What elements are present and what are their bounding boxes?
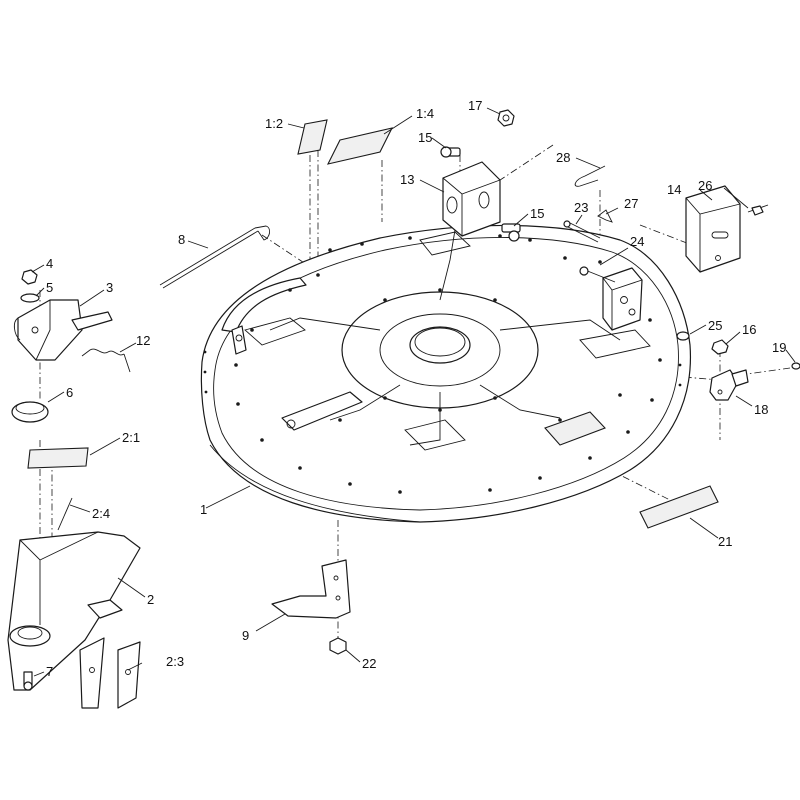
- callout-2: 2: [147, 592, 154, 607]
- callout-6: 6: [66, 385, 73, 400]
- bracket-13: [442, 161, 501, 237]
- pin-23: [563, 220, 601, 243]
- callout-19: 19: [772, 340, 786, 355]
- bracket-24: [602, 267, 643, 331]
- baffle-9: [271, 559, 351, 619]
- callout-24: 24: [630, 234, 644, 249]
- callout-28: 28: [556, 150, 570, 165]
- cotter-27: [597, 209, 613, 223]
- cap-19: [791, 362, 800, 370]
- deflector-bracket-2-3: [79, 637, 141, 709]
- fitting-18: [709, 369, 749, 401]
- callout-2-3: 2:3: [166, 654, 184, 669]
- leader-lines: [31, 107, 796, 677]
- rod-8: [159, 225, 271, 289]
- deck-decal-front: [544, 411, 606, 446]
- callout-4: 4: [46, 256, 53, 271]
- deck-plate-left: [281, 391, 363, 431]
- washer-5: [20, 293, 40, 303]
- callout-17: 17: [468, 98, 482, 113]
- nut-17: [497, 109, 515, 127]
- callout-labels: 1 1:2 1:4 2 2:1 2:3 2:4 3 4 5 6 7 8 9 12…: [46, 98, 786, 679]
- clevis-pin-15-upper: [440, 146, 461, 158]
- washer-25: [676, 331, 690, 341]
- callout-22: 22: [362, 656, 376, 671]
- callout-8: 8: [178, 232, 185, 247]
- callout-9: 9: [242, 628, 249, 643]
- callout-1-4: 1:4: [416, 106, 434, 121]
- callout-23: 23: [574, 200, 588, 215]
- callout-3: 3: [106, 280, 113, 295]
- callout-27: 27: [624, 196, 638, 211]
- nut-16: [711, 339, 729, 355]
- callout-2-4: 2:4: [92, 506, 110, 521]
- decal-21: [639, 485, 719, 529]
- callout-13: 13: [400, 172, 414, 187]
- callout-16: 16: [742, 322, 756, 337]
- bolt-24: [579, 266, 616, 283]
- callout-21: 21: [718, 534, 732, 549]
- callout-15-lower: 15: [530, 206, 544, 221]
- discharge-chute-2: [7, 531, 141, 691]
- callout-15-upper: 15: [418, 130, 432, 145]
- spring-12: [81, 348, 131, 373]
- hairpin-28: [574, 165, 606, 187]
- callout-7: 7: [46, 664, 53, 679]
- callout-14: 14: [667, 182, 681, 197]
- callout-1-2: 1:2: [265, 116, 283, 131]
- nut-22: [329, 637, 347, 655]
- callout-5: 5: [46, 280, 53, 295]
- callout-26: 26: [698, 178, 712, 193]
- callout-12: 12: [136, 333, 150, 348]
- nut-4: [21, 269, 38, 285]
- discharge-mount-3: [13, 299, 113, 361]
- callout-1: 1: [200, 502, 207, 517]
- bolt-26: [747, 204, 769, 216]
- deck-plate-hole: [286, 419, 296, 429]
- clevis-pin-15-lower: [501, 223, 521, 242]
- decal-1-4: [326, 127, 394, 165]
- screw-2-4: [57, 497, 73, 531]
- callout-18: 18: [754, 402, 768, 417]
- callout-25: 25: [708, 318, 722, 333]
- bearing-ring-6: [11, 401, 49, 423]
- bracket-14: [685, 185, 741, 273]
- bolt-7: [23, 671, 33, 691]
- mower-deck: [200, 224, 692, 523]
- callout-2-1: 2:1: [122, 430, 140, 445]
- decal-2-1: [27, 447, 89, 469]
- decal-1-2: [297, 119, 328, 155]
